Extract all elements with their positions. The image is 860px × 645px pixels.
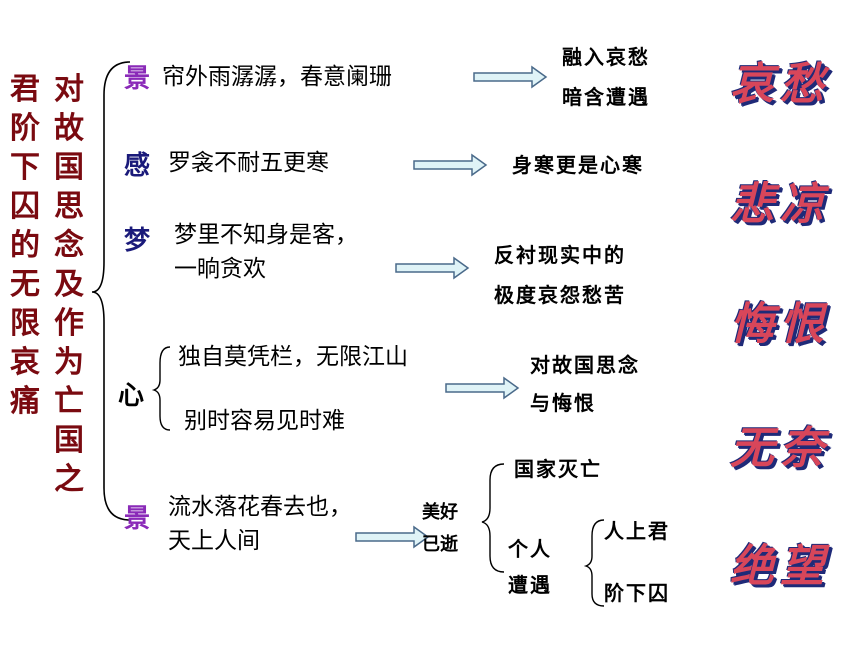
emotion-word: 悲凉: [730, 179, 830, 230]
arrow-row1: [473, 66, 547, 88]
result-line: 对故国思念: [530, 353, 640, 377]
title-char: 哀: [10, 345, 40, 380]
sub-branch-label: 阶下囚: [604, 581, 670, 605]
outcome-brace: [481, 463, 505, 573]
result-line: 与悔恨: [530, 391, 596, 415]
title-char: 阶: [10, 111, 40, 146]
title-char: 为: [54, 345, 84, 380]
heart-brace: [151, 346, 171, 431]
title-char: 之: [54, 462, 84, 497]
title-char: 作: [54, 306, 84, 341]
verse-line: 梦里不知身是客，: [174, 222, 358, 248]
key-scene-1: 景: [124, 64, 151, 94]
arrow-row2: [413, 154, 487, 176]
title-char: 痛: [10, 384, 40, 419]
title-char: 国: [54, 150, 84, 185]
arrow-row5: [355, 526, 429, 548]
title-column-outer: 君 阶 下 囚 的 无 限 哀 痛: [8, 70, 42, 421]
title-char: 国: [54, 423, 84, 458]
title-char: 亡: [54, 384, 84, 419]
personal-brace: [583, 519, 605, 607]
title-char: 囚: [10, 189, 40, 224]
verse-line: 别时容易见时难: [184, 408, 345, 434]
title-char: 及: [54, 267, 84, 302]
arrow-row4: [445, 377, 519, 399]
result-line: 融入哀愁: [562, 45, 650, 69]
title-char: 对: [54, 72, 84, 107]
title-char: 念: [54, 228, 84, 263]
emotion-word: 哀愁: [730, 59, 830, 110]
title-char: 故: [54, 111, 84, 146]
verse-line: 流水落花春去也，: [168, 494, 352, 520]
verse-line: 天上人间: [168, 528, 260, 554]
result-line: 极度哀怨愁苦: [494, 283, 626, 307]
result-line: 反衬现实中的: [494, 243, 626, 267]
branch-label: 国家灭亡: [514, 457, 602, 481]
branch-label: 个人: [508, 537, 552, 561]
title-char: 限: [10, 306, 40, 341]
main-brace: [91, 61, 131, 521]
arrow-row3: [395, 257, 469, 279]
mid-label: 已逝: [422, 534, 458, 555]
title-char: 思: [54, 189, 84, 224]
title-char: 无: [10, 267, 40, 302]
key-feeling: 感: [124, 151, 151, 181]
title-char: 君: [10, 72, 40, 107]
key-heart: 心: [118, 381, 145, 411]
result-line: 暗含遭遇: [562, 85, 650, 109]
title-char: 下: [10, 150, 40, 185]
result-line: 身寒更是心寒: [512, 153, 644, 177]
verse-line: 一晌贪欢: [174, 256, 266, 282]
branch-label: 遭遇: [508, 573, 552, 597]
verse-line: 罗衾不耐五更寒: [168, 150, 329, 176]
emotion-word: 悔恨: [730, 299, 830, 350]
mid-label: 美好: [422, 502, 458, 523]
key-dream: 梦: [124, 226, 151, 256]
title-char: 的: [10, 228, 40, 263]
title-column-inner: 对 故 国 思 念 及 作 为 亡 国 之: [52, 70, 86, 499]
verse-line: 帘外雨潺潺，春意阑珊: [162, 64, 392, 90]
emotion-word: 绝望: [730, 541, 830, 592]
verse-line: 独自莫凭栏，无限江山: [178, 344, 408, 370]
emotion-word: 无奈: [730, 423, 830, 474]
key-scene-2: 景: [124, 504, 151, 534]
sub-branch-label: 人上君: [604, 519, 670, 543]
